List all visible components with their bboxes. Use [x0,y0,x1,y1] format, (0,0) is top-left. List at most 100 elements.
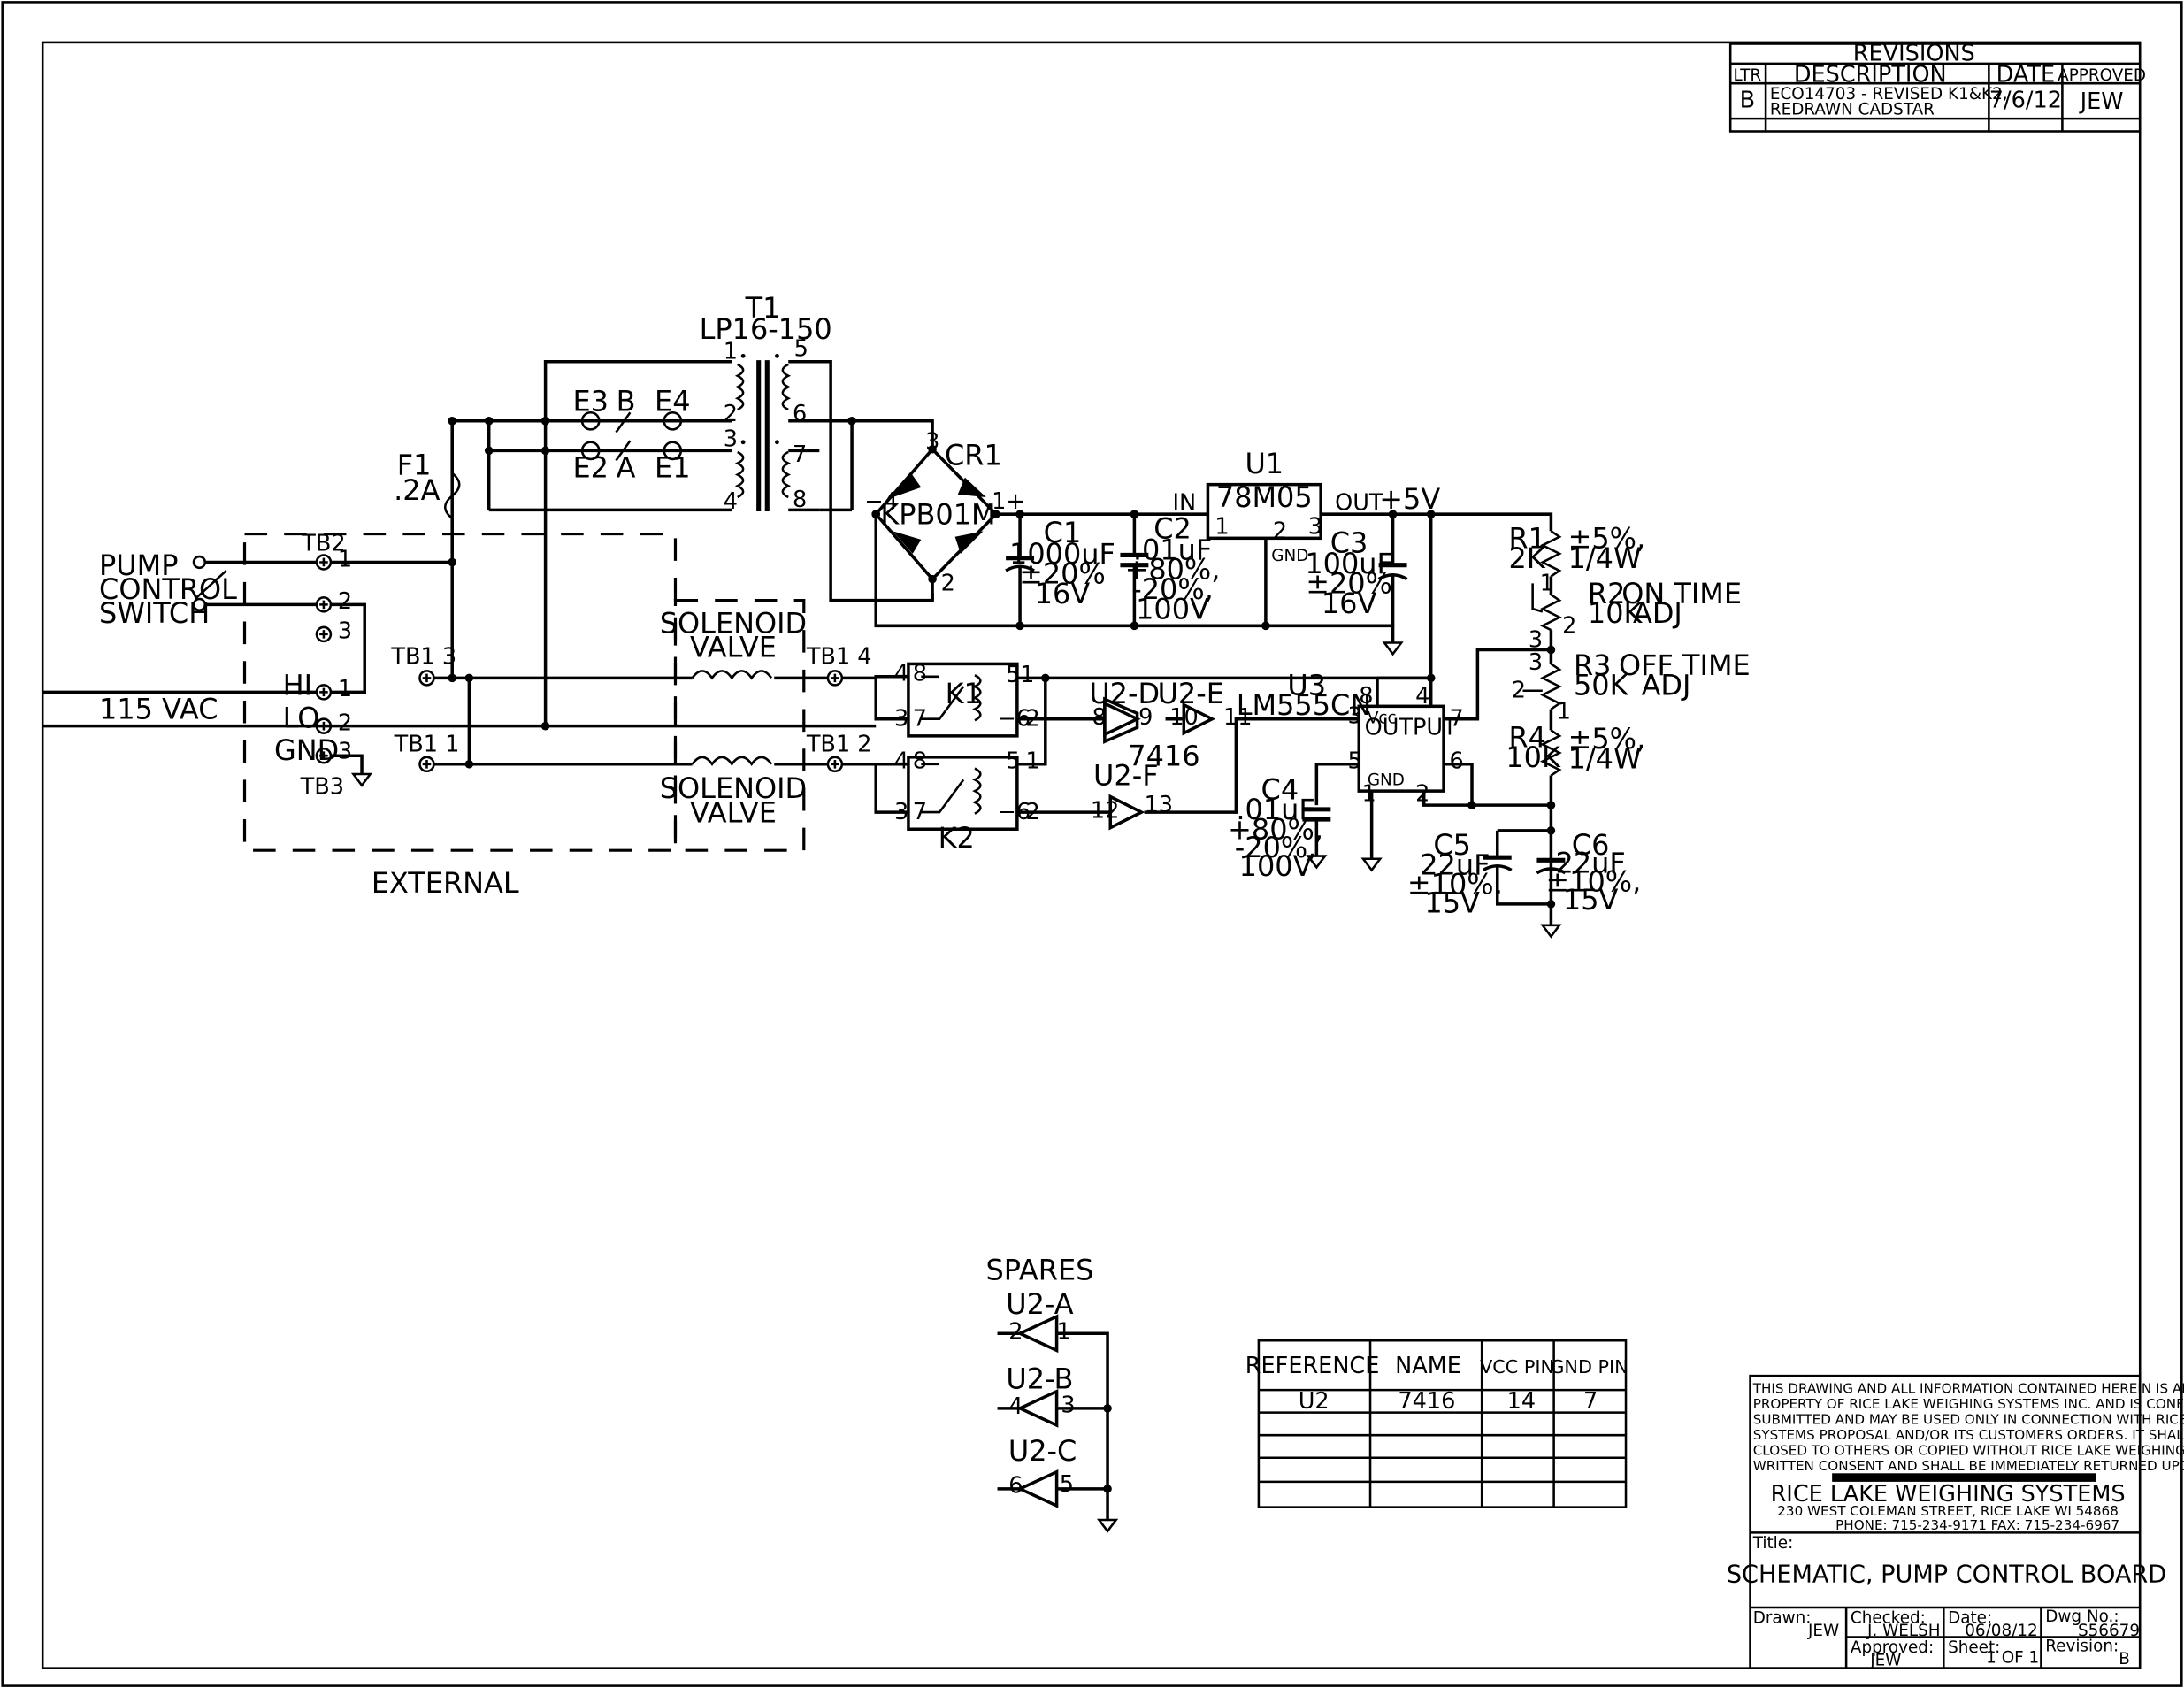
pin-u3-1: 1 [1361,780,1376,807]
label-r4-tol: ±5%, [1568,722,1646,756]
label-r3-desc1: OFF TIME [1619,648,1751,682]
label-pump-2: CONTROL [99,572,237,606]
label-valve-2b: VALVE [690,795,777,829]
pin-k1-4: 4 [894,661,908,687]
label-gnd: GND [274,733,339,767]
rev-row-date: 7/6/12 [1989,87,2062,113]
rev-col-description: DESCRIPTION [1794,62,1947,88]
power-pin-table: REFERENCE NAME VCC PIN GND PIN U2 7416 1… [1245,1339,1628,1508]
pin-r3-2: 2 [1512,678,1526,704]
label-c1-v1: 1000uF [1009,537,1115,571]
label-c2-v4: 100V [1136,592,1209,625]
pin-tb3-1: 1 [338,676,352,702]
pin-tb3-3: 3 [338,738,352,764]
label-solenoid-2a: SOLENOID [660,771,807,805]
pin-k1-3: 3 [894,706,908,733]
pin-k2-5: 5 [1006,748,1020,775]
pin-r3-1: 1 [1557,699,1571,725]
company-address: 230 WEST COLEMAN STREET, RICE LAKE WI 54… [1777,1503,2119,1519]
label-tb14: TB1 4 [806,643,872,670]
pin-t1-3: 3 [724,426,738,453]
label-c1: C1 [1044,516,1082,549]
pin-cr1-2: 2 [941,570,955,596]
label-hi: HI [283,669,312,702]
rev-row-approved: JEW [2079,88,2124,115]
pin-tb3-2: 2 [338,710,352,736]
label-r2: R2 [1588,577,1626,610]
sheet-label: Sheet: [1948,1638,2000,1657]
pin-u3-7: 7 [1449,706,1463,733]
label-t1: T1 [745,291,781,325]
label-u2c: U2-C [1008,1434,1077,1468]
pin-k2-7: 7 [913,799,927,825]
drawn-label: Drawn: [1753,1609,1812,1628]
pin-u2c-6: 6 [1008,1473,1023,1500]
label-u3-vcc: Vcc [1368,709,1397,727]
label-pump-1: PUMP [99,549,178,582]
label-r2-val: 10K [1588,596,1644,630]
revision-label: Revision: [2045,1637,2119,1655]
label-a: A [617,451,636,485]
schematic-labels: T1 LP16-150 1 5 2 6 3 7 4 8 E3 B E4 E2 A… [99,291,1751,1499]
label-e1: E1 [655,451,690,485]
label-t1-part: LP16-150 [700,312,832,346]
pin-u3-5: 5 [1347,748,1361,775]
label-cr1-part: KPB01M [880,497,995,531]
label-r4: R4 [1509,721,1547,755]
pin-cr1-1: 1+ [992,488,1025,515]
pin-r2-2: 2 [1562,612,1576,639]
pin-k1-7: 7 [913,706,927,733]
label-c4-v3: -20%, [1235,831,1317,864]
label-u3-out: OUTPUT [1365,714,1457,740]
pin-u2e-11: 11 [1223,704,1253,731]
label-pump-3: SWITCH [99,596,210,630]
label-c2: C2 [1153,511,1192,545]
label-tb11: TB1 1 [394,731,460,757]
label-tb2: TB2 [301,531,345,557]
pin-cr1-3: 3 [925,429,939,456]
pin-u3-3: 3 [1347,702,1361,729]
label-r1-val: 2K [1509,541,1546,575]
label-e2: E2 [572,451,608,485]
table-cell-reference: U2 [1299,1388,1330,1415]
date-label: Date: [1948,1609,1992,1628]
drawing-title: SCHEMATIC, PUMP CONTROL BOARD [1727,1561,2166,1588]
rev-col-date: DATE [1996,62,2055,88]
label-c6-v3: 15V [1563,883,1619,917]
notice-line-4: SYSTEMS PROPOSAL AND/OR ITS CUSTOMERS OR… [1753,1427,2184,1443]
label-c4-v4: 100V [1239,849,1313,883]
label-c2-v1: .01uF [1133,533,1212,566]
table-cell-vcc-pin: 14 [1507,1388,1536,1415]
pin-k2-4: 4 [894,748,908,775]
table-header-name: NAME [1395,1353,1461,1379]
label-c4: C4 [1261,773,1299,807]
revisions-header: REVISIONS [1853,41,1975,67]
pin-k1-2: 2 [1025,706,1039,733]
label-r2-desc2: ADJ [1633,596,1682,630]
label-r2-desc1: ON TIME [1621,577,1742,610]
label-u1-gnd: GND [1271,547,1308,565]
label-f1: F1 [397,448,432,481]
label-tb3: TB3 [300,773,344,800]
label-c3-v2: ±20% [1306,567,1392,601]
rev-row-ltr: B [1740,87,1756,113]
label-tb12: TB1 2 [806,731,872,757]
table-cell-name: 7416 [1398,1388,1455,1415]
label-u2b: U2-B [1006,1362,1073,1396]
pin-k2-1: 1 [1025,748,1039,775]
label-u1-in: IN [1173,489,1197,516]
title-block: THIS DRAWING AND ALL INFORMATION CONTAIN… [1727,1374,2184,1669]
schematic-wiring [42,353,1567,1533]
pin-t1-2: 2 [724,401,738,427]
label-solenoid-1a: SOLENOID [660,606,807,640]
table-header-reference: REFERENCE [1245,1353,1380,1379]
label-u1-part: 78M05 [1216,480,1313,514]
pin-u3-2: 2 [1415,780,1429,807]
label-f1-val: .2A [394,473,440,507]
pin-t1-6: 6 [793,401,807,427]
pin-u2d-8: 8 [1092,704,1107,731]
pin-k1-1: 1 [1020,662,1034,688]
label-r4-pw: 1/4W [1568,742,1642,776]
date-value: 06/08/12 [1965,1622,2037,1640]
sheet-value: 1 OF 1 [1986,1648,2039,1667]
